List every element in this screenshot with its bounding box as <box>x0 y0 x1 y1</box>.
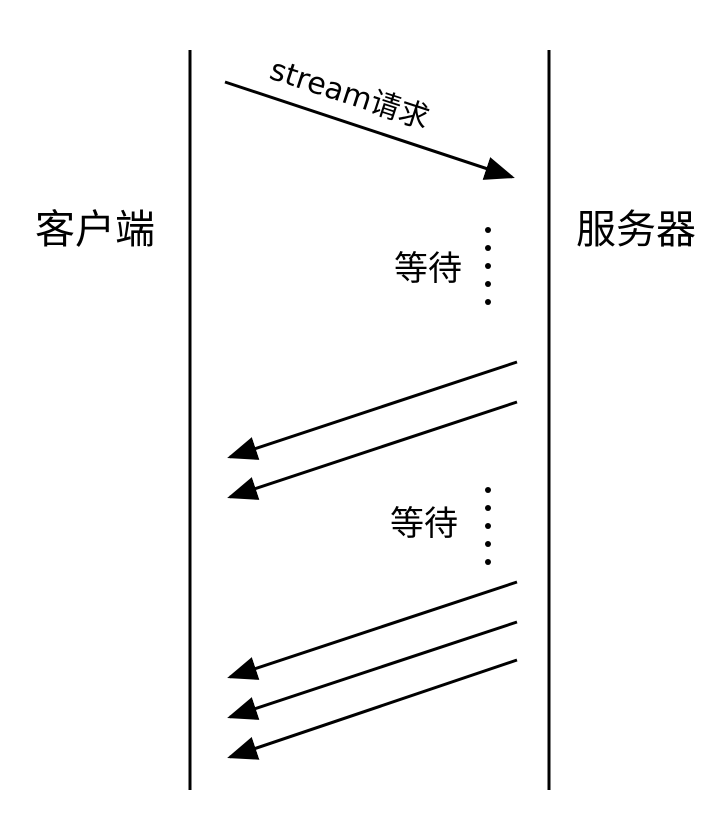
response-arrow <box>227 400 518 500</box>
wait-dots-2 <box>485 487 491 565</box>
client-label: 客户端 <box>35 207 155 253</box>
response-arrow <box>227 620 518 720</box>
response-arrow <box>227 360 518 460</box>
response-arrow <box>227 658 518 760</box>
server-label: 服务器 <box>576 207 696 253</box>
response-arrow <box>227 580 518 680</box>
wait-label-2: 等待 <box>390 504 458 544</box>
wait-label-1: 等待 <box>394 249 462 289</box>
request-arrow <box>224 80 515 180</box>
wait-dots-1 <box>485 227 491 305</box>
